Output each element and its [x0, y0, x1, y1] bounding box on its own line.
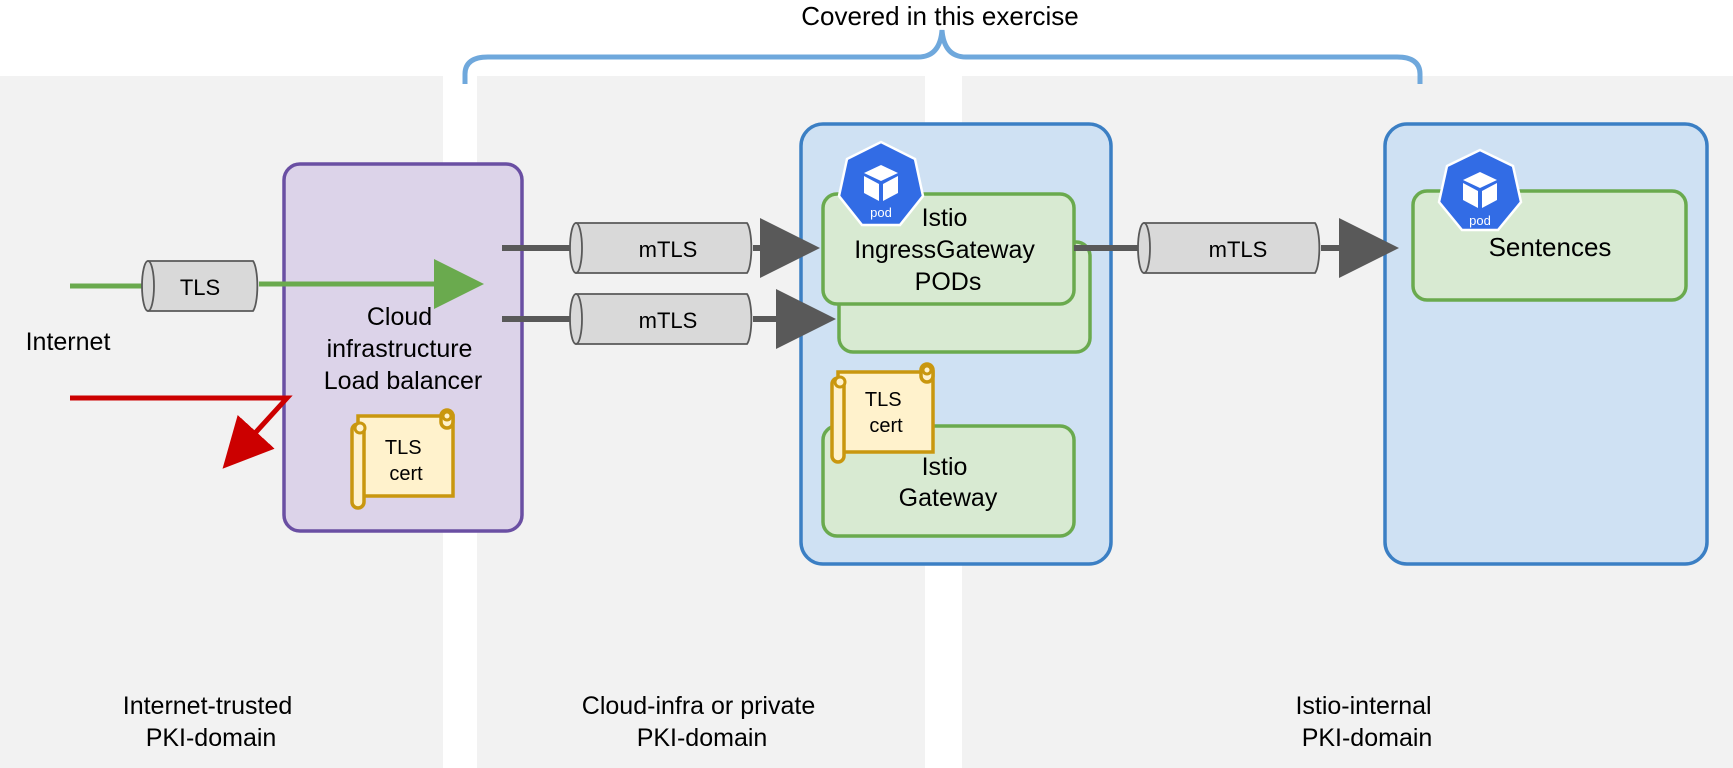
lb-tls-cert-icon: TLS cert [350, 408, 455, 510]
istio-domain-label: Istio-internal PKI-domain [1295, 692, 1438, 752]
sentences-label: Sentences [1489, 232, 1612, 262]
istio-gateway-label: Istio Gateway [899, 453, 998, 512]
svg-text:TLS cert: TLS cert [385, 437, 427, 485]
cloud-domain-label: Cloud-infra or private PKI-domain [582, 692, 822, 752]
bracket-label: Covered in this exercise [801, 1, 1078, 31]
svg-text:pod: pod [870, 205, 892, 220]
exercise-bracket [462, 29, 1423, 84]
svg-text:pod: pod [1469, 213, 1491, 228]
svg-text:mTLS: mTLS [1209, 237, 1268, 262]
internet-domain-label: Internet-trusted PKI-domain [123, 692, 299, 752]
mtls-bottom-tube: mTLS [569, 293, 753, 345]
svg-text:mTLS: mTLS [639, 237, 698, 262]
mtls-top-tube: mTLS [569, 222, 753, 274]
load-balancer-box [282, 162, 524, 533]
sentences-pod-icon: pod [1437, 148, 1523, 232]
svg-text:mTLS: mTLS [639, 308, 698, 333]
svg-text:TLS: TLS [180, 275, 220, 300]
tls-tube: TLS [141, 260, 259, 312]
ingress-pod-icon: pod [837, 140, 925, 227]
svg-text:TLS cert: TLS cert [865, 389, 907, 437]
gateway-tls-cert-icon: TLS cert [830, 362, 935, 464]
ingress-pods-label: Istio IngressGateway PODs [854, 204, 1042, 296]
internet-label: Internet [26, 328, 111, 356]
mtls-right-tube: mTLS [1137, 222, 1321, 274]
load-balancer-label: Cloud infrastructure Load balancer [324, 303, 482, 395]
reject-arrow [70, 395, 293, 469]
